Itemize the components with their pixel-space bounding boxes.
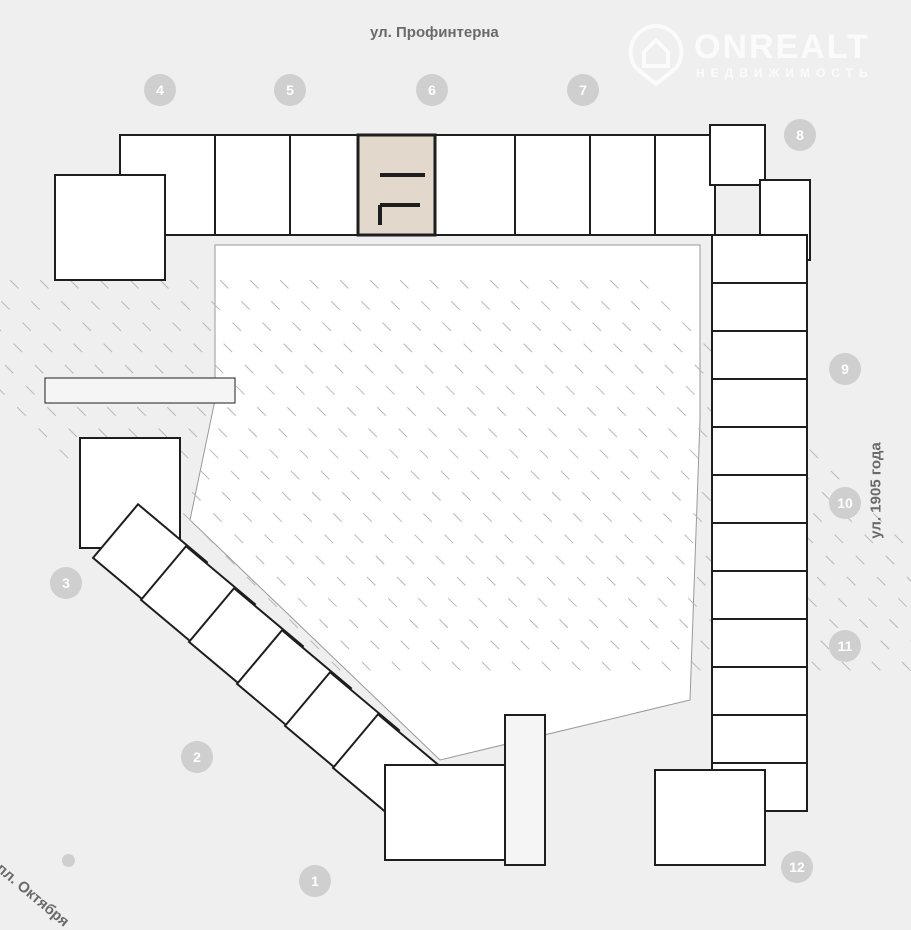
parking-stall-line — [69, 279, 471, 681]
section-marker-8[interactable]: 8 — [784, 119, 816, 151]
apartment-unit — [711, 570, 808, 620]
apartment-unit — [711, 330, 808, 380]
parking-stall-line — [549, 279, 911, 642]
parking-stall-line — [159, 279, 561, 681]
parking-stall-line — [369, 279, 771, 681]
apartment-unit — [54, 174, 166, 281]
section-marker-5[interactable]: 5 — [274, 74, 306, 106]
parking-ramp — [504, 714, 546, 866]
parking-stall-line — [519, 279, 911, 672]
parking-stall-line — [249, 279, 651, 681]
parking-stall-line — [579, 279, 911, 612]
section-marker-9[interactable]: 9 — [829, 353, 861, 385]
parking-stall-line — [189, 279, 591, 681]
highlighted-apartment[interactable] — [356, 133, 437, 237]
parking-stall-line — [309, 279, 711, 681]
parking-stall-line — [609, 279, 911, 582]
apartment-unit — [384, 764, 506, 861]
apartment-unit — [434, 134, 516, 236]
apartment-unit — [514, 134, 591, 236]
apartment-unit — [589, 134, 656, 236]
parking-stall-line — [0, 299, 381, 681]
logo-house-pin-icon — [628, 23, 684, 87]
parking-stall-line — [639, 279, 911, 552]
parking-stall-line — [489, 279, 891, 681]
street-label-right: ул. 1905 года — [867, 442, 885, 539]
parking-stall-line — [0, 329, 351, 681]
apartment-unit — [214, 134, 291, 236]
parking-stall-line — [129, 279, 531, 681]
parking-stall-line — [39, 279, 441, 681]
section-marker-2[interactable]: 2 — [181, 741, 213, 773]
section-marker-4[interactable]: 4 — [144, 74, 176, 106]
section-marker-6[interactable]: 6 — [416, 74, 448, 106]
parking-courtyard — [189, 244, 701, 761]
apartment-unit — [711, 666, 808, 716]
apartment-unit — [711, 378, 808, 428]
apartment-unit — [711, 234, 808, 284]
location-dot — [62, 854, 75, 867]
parking-stall-line — [99, 279, 501, 681]
section-marker-7[interactable]: 7 — [567, 74, 599, 106]
parking-stall-line — [9, 279, 411, 681]
apartment-unit — [711, 474, 808, 524]
apartment-unit — [711, 282, 808, 332]
apartment-unit — [711, 522, 808, 572]
logo: ONREALT НЕДВИЖИМОСТЬ — [628, 23, 888, 87]
apartment-unit — [711, 618, 808, 668]
apartment-unit — [289, 134, 359, 236]
parking-stall-line — [219, 279, 621, 681]
section-marker-3[interactable]: 3 — [50, 567, 82, 599]
apartment-unit — [709, 124, 766, 186]
parking-stall-line — [429, 279, 831, 681]
street-label-top: ул. Профинтерна — [370, 24, 499, 41]
logo-name: ONREALT — [694, 28, 870, 66]
section-marker-11[interactable]: 11 — [829, 630, 861, 662]
section-marker-12[interactable]: 12 — [781, 851, 813, 883]
section-marker-1[interactable]: 1 — [299, 865, 331, 897]
floor-plan — [0, 124, 911, 866]
apartment-unit — [711, 714, 808, 764]
parking-stall-line — [339, 279, 741, 681]
section-marker-10[interactable]: 10 — [829, 487, 861, 519]
logo-subtitle: НЕДВИЖИМОСТЬ — [696, 66, 874, 80]
parking-stall-line — [399, 279, 801, 681]
apartment-unit — [654, 769, 766, 866]
parking-stall-line — [459, 279, 861, 681]
parking-stall-line — [279, 279, 681, 681]
apartment-unit — [654, 134, 716, 236]
apartment-unit — [711, 426, 808, 476]
entrance-passage — [44, 377, 236, 404]
